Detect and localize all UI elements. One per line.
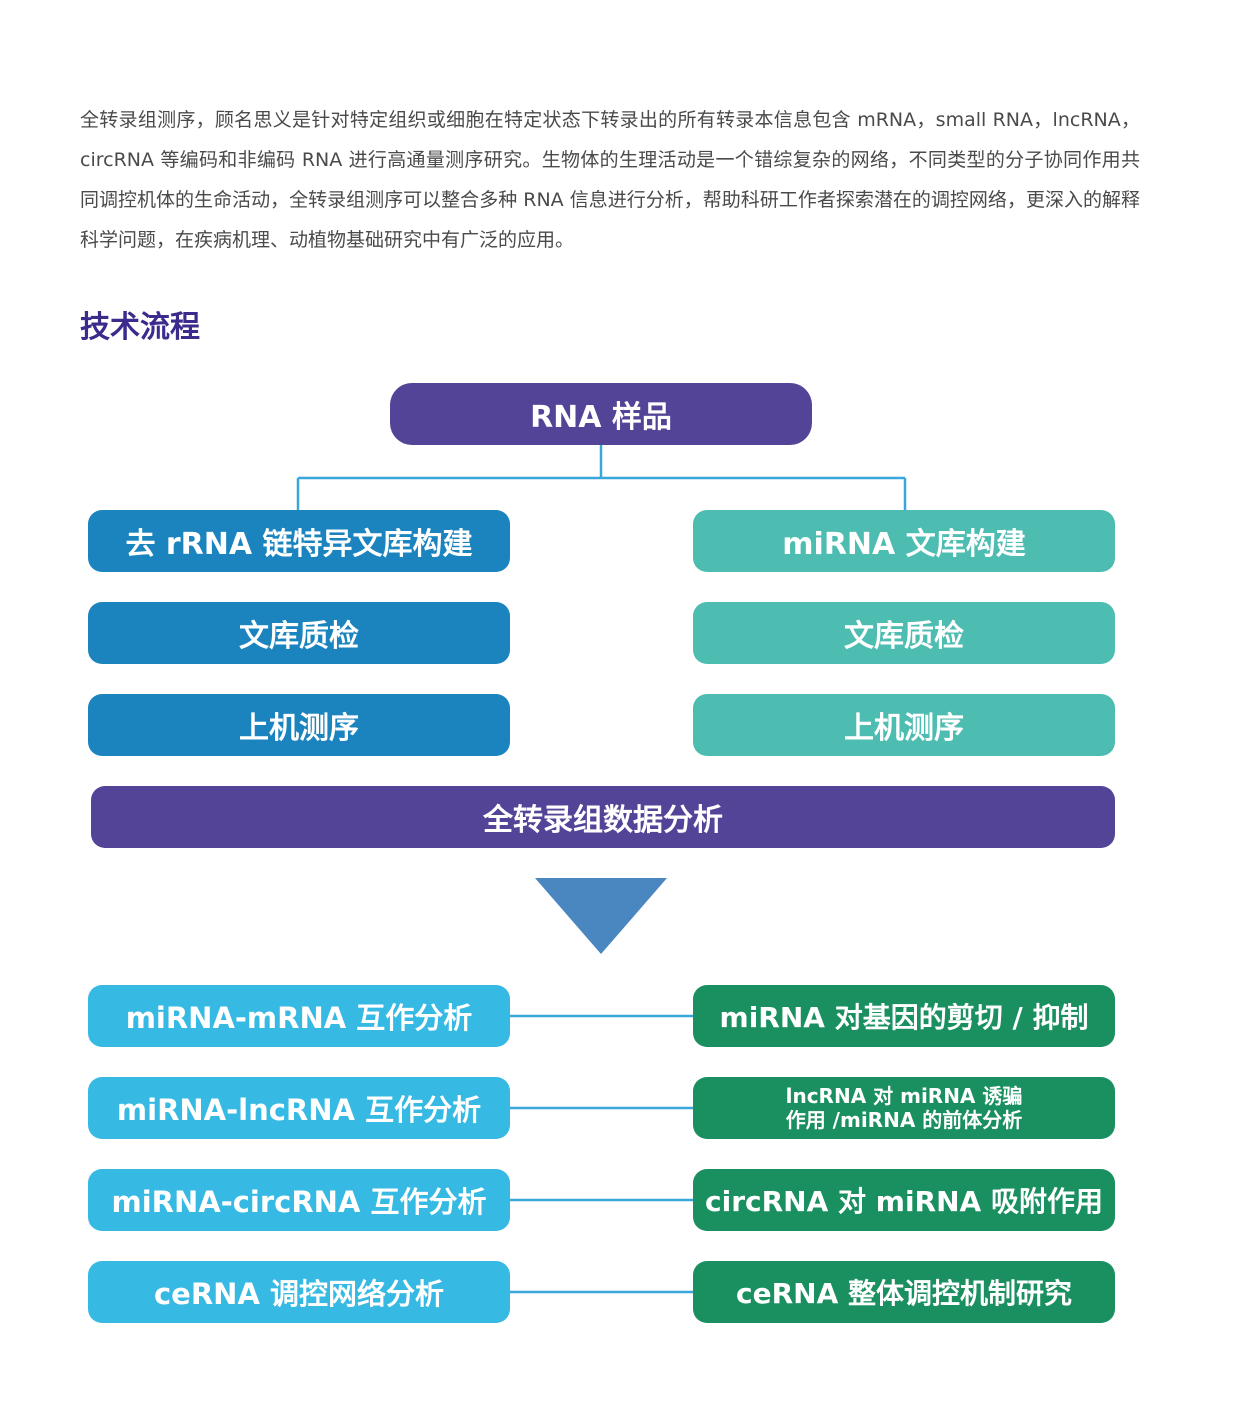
circrna-sponge-box: circRNA 对 miRNA 吸附作用 bbox=[693, 1169, 1115, 1231]
left-sequencing-box: 上机测序 bbox=[88, 694, 510, 756]
mirna-mrna-analysis-box: miRNA-mRNA 互作分析 bbox=[88, 985, 510, 1047]
cerna-network-analysis-box: ceRNA 调控网络分析 bbox=[88, 1261, 510, 1323]
down-arrow-icon bbox=[535, 878, 667, 954]
lncrna-decoy-line-2: 作用 /miRNA 的前体分析 bbox=[785, 1108, 1023, 1132]
mirna-lncrna-analysis-box: miRNA-lncRNA 互作分析 bbox=[88, 1077, 510, 1139]
lncrna-decoy-line-1: lncRNA 对 miRNA 诱骗 bbox=[785, 1084, 1023, 1108]
right-library-construction-box: miRNA 文库构建 bbox=[693, 510, 1115, 572]
whole-transcriptome-analysis-box: 全转录组数据分析 bbox=[91, 786, 1115, 848]
lncrna-mirna-decoy-box: lncRNA 对 miRNA 诱骗 作用 /miRNA 的前体分析 bbox=[693, 1077, 1115, 1139]
right-library-qc-box: 文库质检 bbox=[693, 602, 1115, 664]
intro-paragraph: 全转录组测序，顾名思义是针对特定组织或细胞在特定状态下转录出的所有转录本信息包含… bbox=[80, 109, 1140, 251]
rna-sample-box: RNA 样品 bbox=[390, 383, 812, 445]
left-library-construction-box: 去 rRNA 链特异文库构建 bbox=[88, 510, 510, 572]
section-title: 技术流程 bbox=[80, 310, 200, 345]
mirna-circrna-analysis-box: miRNA-circRNA 互作分析 bbox=[88, 1169, 510, 1231]
right-sequencing-box: 上机测序 bbox=[693, 694, 1115, 756]
cerna-regulation-study-box: ceRNA 整体调控机制研究 bbox=[693, 1261, 1115, 1323]
left-library-qc-box: 文库质检 bbox=[88, 602, 510, 664]
mirna-gene-cleavage-box: miRNA 对基因的剪切 / 抑制 bbox=[693, 985, 1115, 1047]
